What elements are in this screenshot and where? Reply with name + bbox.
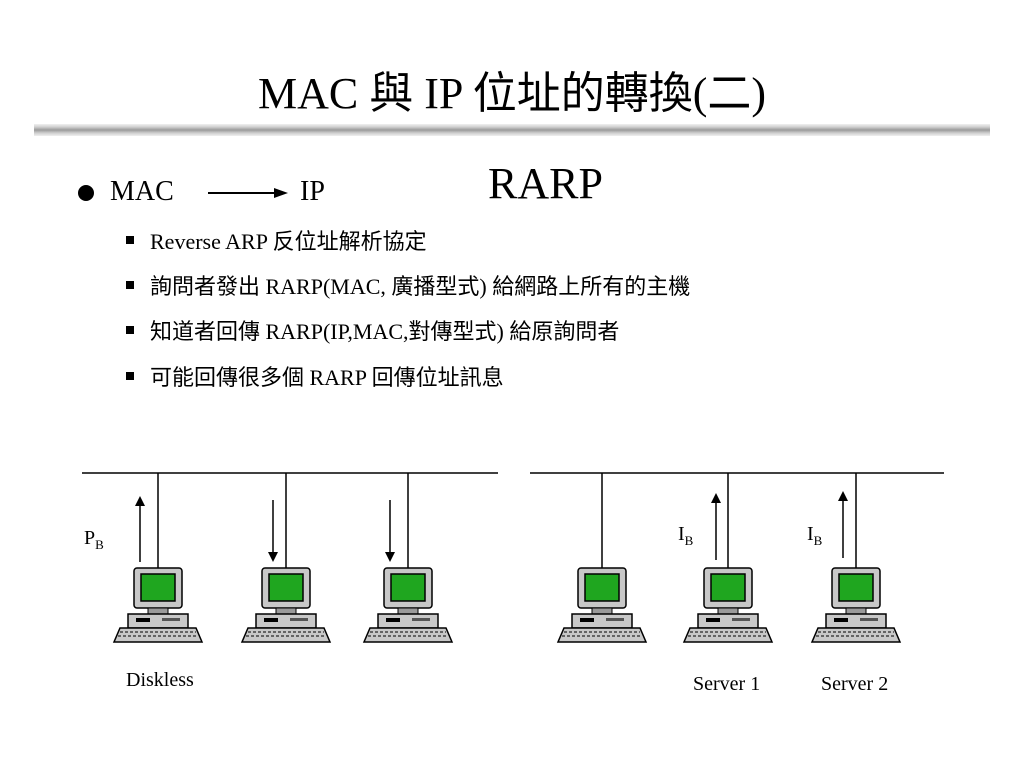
packet-label-ib: IB xyxy=(678,523,694,548)
right-arrow-icon xyxy=(208,188,288,198)
caption-server-2: Server 2 xyxy=(821,673,889,695)
packet-label-pb: PB xyxy=(84,527,104,552)
computer-icon xyxy=(241,567,331,643)
host xyxy=(557,473,647,643)
computer-icon xyxy=(113,567,203,643)
main-bullet-ip: IP xyxy=(300,176,325,207)
square-bullet-icon xyxy=(126,236,134,244)
computer-icon xyxy=(811,567,901,643)
bullet-dot-icon xyxy=(78,185,94,201)
up-arrow-icon xyxy=(838,491,848,501)
square-bullet-icon xyxy=(126,281,134,289)
rarp-heading: RARP xyxy=(488,159,603,208)
title-divider xyxy=(34,124,990,136)
square-bullet-icon xyxy=(126,326,134,334)
sub-bullet-text: 知道者回傳 RARP(IP,MAC,對傳型式) 給原詢問者 xyxy=(150,319,620,344)
up-arrow-icon xyxy=(135,496,145,506)
host-server-1 xyxy=(683,473,773,643)
sub-bullet-text: Reverse ARP 反位址解析協定 xyxy=(150,229,427,254)
up-arrow-icon xyxy=(711,493,721,503)
caption-diskless: Diskless xyxy=(126,669,194,691)
sub-bullet: 詢問者發出 RARP(MAC, 廣播型式) 給網路上所有的主機 xyxy=(126,270,690,304)
host-diskless xyxy=(113,473,203,643)
right-network xyxy=(530,472,944,643)
square-bullet-icon xyxy=(126,372,134,380)
host-server-2 xyxy=(811,473,901,643)
caption-server-1: Server 1 xyxy=(693,673,761,695)
sub-bullet-text: 詢問者發出 RARP(MAC, 廣播型式) 給網路上所有的主機 xyxy=(150,274,691,299)
sub-bullet: 知道者回傳 RARP(IP,MAC,對傳型式) 給原詢問者 xyxy=(126,315,619,349)
packet-label-ib: IB xyxy=(807,523,823,548)
left-network xyxy=(82,472,498,643)
sub-bullet-text: 可能回傳很多個 RARP 回傳位址訊息 xyxy=(150,365,504,390)
sub-bullet: 可能回傳很多個 RARP 回傳位址訊息 xyxy=(126,361,504,395)
host xyxy=(241,473,331,643)
sub-bullet: Reverse ARP 反位址解析協定 xyxy=(126,225,427,259)
computer-icon xyxy=(683,567,773,643)
slide-title: MAC 與 IP 位址的轉換(二) xyxy=(257,69,767,118)
down-arrow-icon xyxy=(385,552,395,562)
host xyxy=(363,473,453,643)
computer-icon xyxy=(363,567,453,643)
main-bullet-mac: MAC xyxy=(110,176,174,207)
down-arrow-icon xyxy=(268,552,278,562)
computer-icon xyxy=(557,567,647,643)
